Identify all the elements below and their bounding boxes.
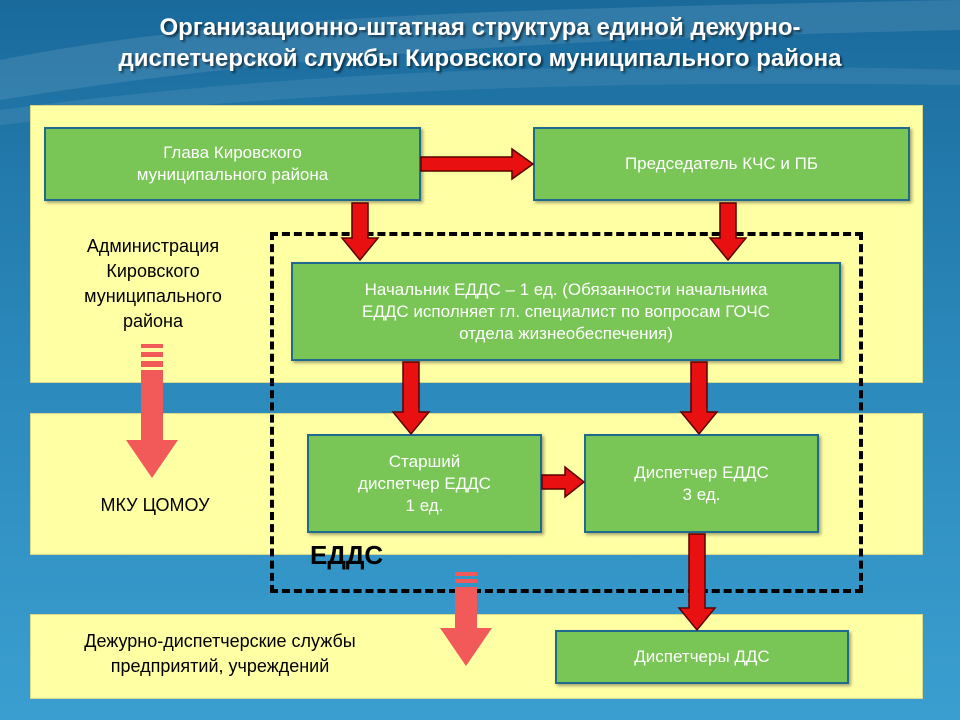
big-arrow-mku-to-dds	[440, 572, 492, 666]
arrow-senior-to-dispatcher	[541, 465, 586, 499]
senior-dispatcher-box: Старший диспетчер ЕДДС 1 ед.	[307, 434, 542, 533]
arrow-chief-to-senior	[391, 361, 431, 436]
eddc-group-frame	[270, 232, 863, 593]
dds-services-label: Дежурно-диспетчерские службы предприятий…	[84, 631, 356, 676]
big-arrow-admin-to-mku	[126, 344, 178, 478]
mku-label: МКУ ЦОМОУ	[100, 495, 210, 515]
arrow-dispatcher-to-dds	[677, 533, 717, 632]
head-of-district-box: Глава Кировского муниципального района	[44, 127, 421, 201]
arrow-head-to-chief	[340, 202, 380, 262]
dds-dispatchers-box: Диспетчеры ДДС	[555, 630, 849, 684]
arrow-head-to-chairman	[420, 147, 535, 181]
arrow-chief-to-dispatcher	[679, 361, 719, 436]
eddc-dispatcher-box: Диспетчер ЕДДС 3 ед.	[584, 434, 819, 533]
arrow-chairman-to-chief	[708, 202, 748, 262]
eddc-chief-box: Начальник ЕДДС – 1 ед. (Обязанности нача…	[291, 262, 841, 361]
slide-title: Организационно-штатная структура единой …	[118, 14, 842, 72]
chairman-kchs-box: Председатель КЧС и ПБ	[533, 127, 910, 201]
eddc-group-label: ЕДДС	[310, 540, 384, 570]
administration-label: Администрация Кировского муниципального …	[84, 236, 222, 331]
